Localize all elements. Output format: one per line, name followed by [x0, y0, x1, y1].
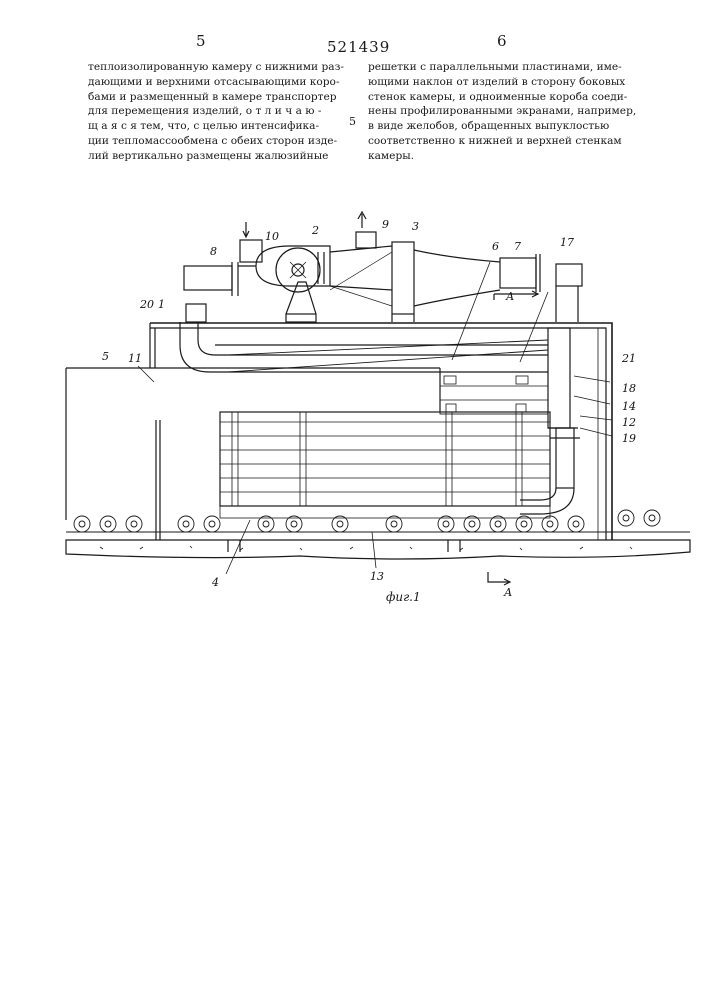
- label-section-a-top: А: [505, 290, 514, 303]
- label-17: 17: [560, 236, 574, 249]
- fan-housing-2: [238, 246, 330, 286]
- label-21: 21: [621, 352, 636, 365]
- door-11: [156, 420, 160, 540]
- floor-hatching: [100, 546, 632, 550]
- label-3: 3: [412, 220, 419, 233]
- duct-7: [500, 258, 536, 288]
- support-left: [186, 304, 206, 322]
- figure-caption: фиг.1: [386, 590, 421, 604]
- duct-8: [184, 266, 232, 290]
- exhaust-9: [356, 232, 376, 248]
- label-4: 4: [211, 576, 219, 589]
- label-5: 5: [102, 350, 109, 363]
- label-19: 19: [622, 432, 636, 445]
- lower-duct-20: [180, 322, 548, 372]
- label-2: 2: [311, 224, 319, 237]
- floor-slab: [66, 540, 690, 559]
- section-line-top: [494, 294, 538, 300]
- label-6: 6: [492, 240, 499, 253]
- label-13: 13: [370, 570, 384, 583]
- label-7: 7: [514, 240, 521, 253]
- profiled-screen-6: [228, 350, 548, 372]
- label-12: 12: [622, 416, 636, 429]
- label-14: 14: [622, 400, 636, 413]
- unit-3: [392, 242, 414, 314]
- label-18: 18: [622, 382, 636, 395]
- label-section-a-bottom: А: [503, 586, 512, 599]
- fan-base: [286, 314, 316, 322]
- label-1: 1: [158, 298, 165, 311]
- label-10: 10: [265, 230, 279, 243]
- duct-elbow-right: [556, 264, 582, 286]
- label-11: 11: [128, 352, 142, 365]
- riser-duct-12: [548, 328, 570, 428]
- chamber-inner-wall: [150, 328, 606, 540]
- label-20: 20: [139, 298, 154, 311]
- label-8: 8: [210, 245, 217, 258]
- label-9: 9: [382, 218, 389, 231]
- intake-10: [240, 240, 262, 262]
- riser-duct-lower: [556, 428, 574, 488]
